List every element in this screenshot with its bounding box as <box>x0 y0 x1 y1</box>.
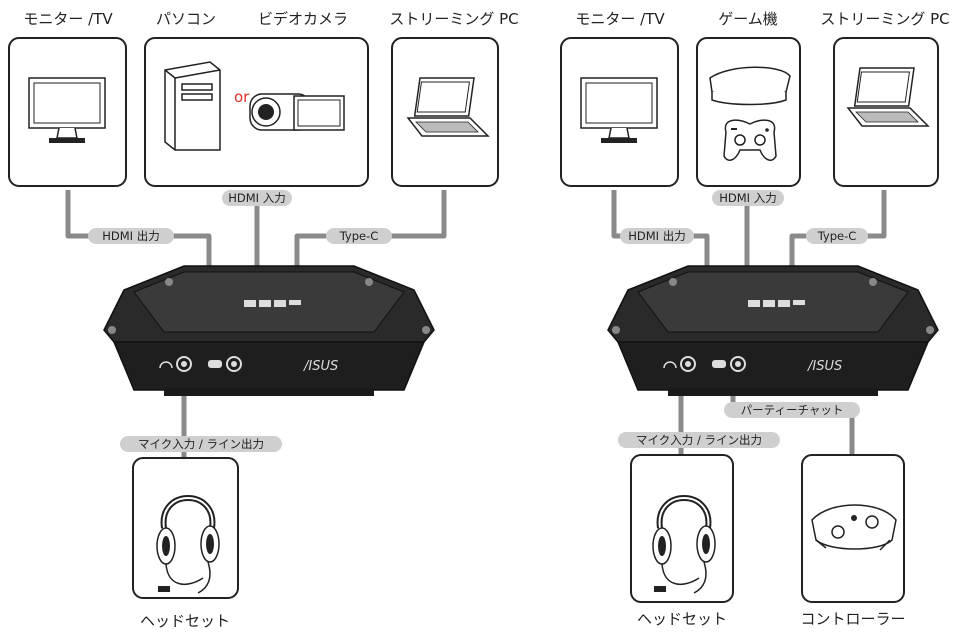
label-controller-right: コントローラー <box>800 610 905 628</box>
conn-mic-line-left: マイク入力 / ライン出力 <box>138 437 264 451</box>
label-headset-left: ヘッドセット <box>140 612 230 630</box>
label-monitor-left: モニター /TV <box>23 10 113 28</box>
game-console-icon <box>709 66 791 106</box>
gamepad-icon <box>723 119 777 161</box>
conn-hdmi-in-left: HDMI 入力 <box>228 191 285 205</box>
capture-device-right: /ISUS <box>607 265 939 397</box>
label-headset-right: ヘッドセット <box>637 610 727 628</box>
video-camera-icon <box>249 93 345 131</box>
label-streaming-pc-left: ストリーミング PC <box>389 10 518 28</box>
right-diagram: モニター /TV ゲーム機 ストリーミング PC HDMI 出力 HDMI 入力… <box>560 10 950 628</box>
conn-hdmi-out-right: HDMI 出力 <box>628 229 685 243</box>
label-pc-left: パソコン <box>156 10 216 28</box>
conn-mic-line-right: マイク入力 / ライン出力 <box>636 433 762 447</box>
capture-device-left: /ISUS <box>103 265 435 397</box>
conn-hdmi-out-left: HDMI 出力 <box>102 229 159 243</box>
desktop-pc-icon <box>164 61 221 151</box>
wireless-controller-icon <box>811 504 897 551</box>
label-streaming-pc-right: ストリーミング PC <box>820 10 949 28</box>
label-video-camera-left: ビデオカメラ <box>258 10 348 28</box>
asus-logo-left: /ISUS <box>303 359 338 374</box>
label-game-console-right: ゲーム機 <box>718 10 778 28</box>
headset-box-right <box>630 454 734 603</box>
or-text: or <box>234 88 250 106</box>
left-diagram: モニター /TV or パソコン ビデオカメラ ストリーミング PC HDMI … <box>8 10 519 630</box>
game-console-box-right <box>696 37 801 187</box>
label-monitor-right: モニター /TV <box>575 10 665 28</box>
conn-type-c-right: Type-C <box>817 229 857 243</box>
asus-logo-right: /ISUS <box>807 359 842 374</box>
conn-hdmi-in-right: HDMI 入力 <box>719 191 776 205</box>
conn-type-c-left: Type-C <box>339 229 379 243</box>
headset-box-left <box>132 457 239 599</box>
conn-party-chat-right: パーティーチャット <box>741 403 844 417</box>
